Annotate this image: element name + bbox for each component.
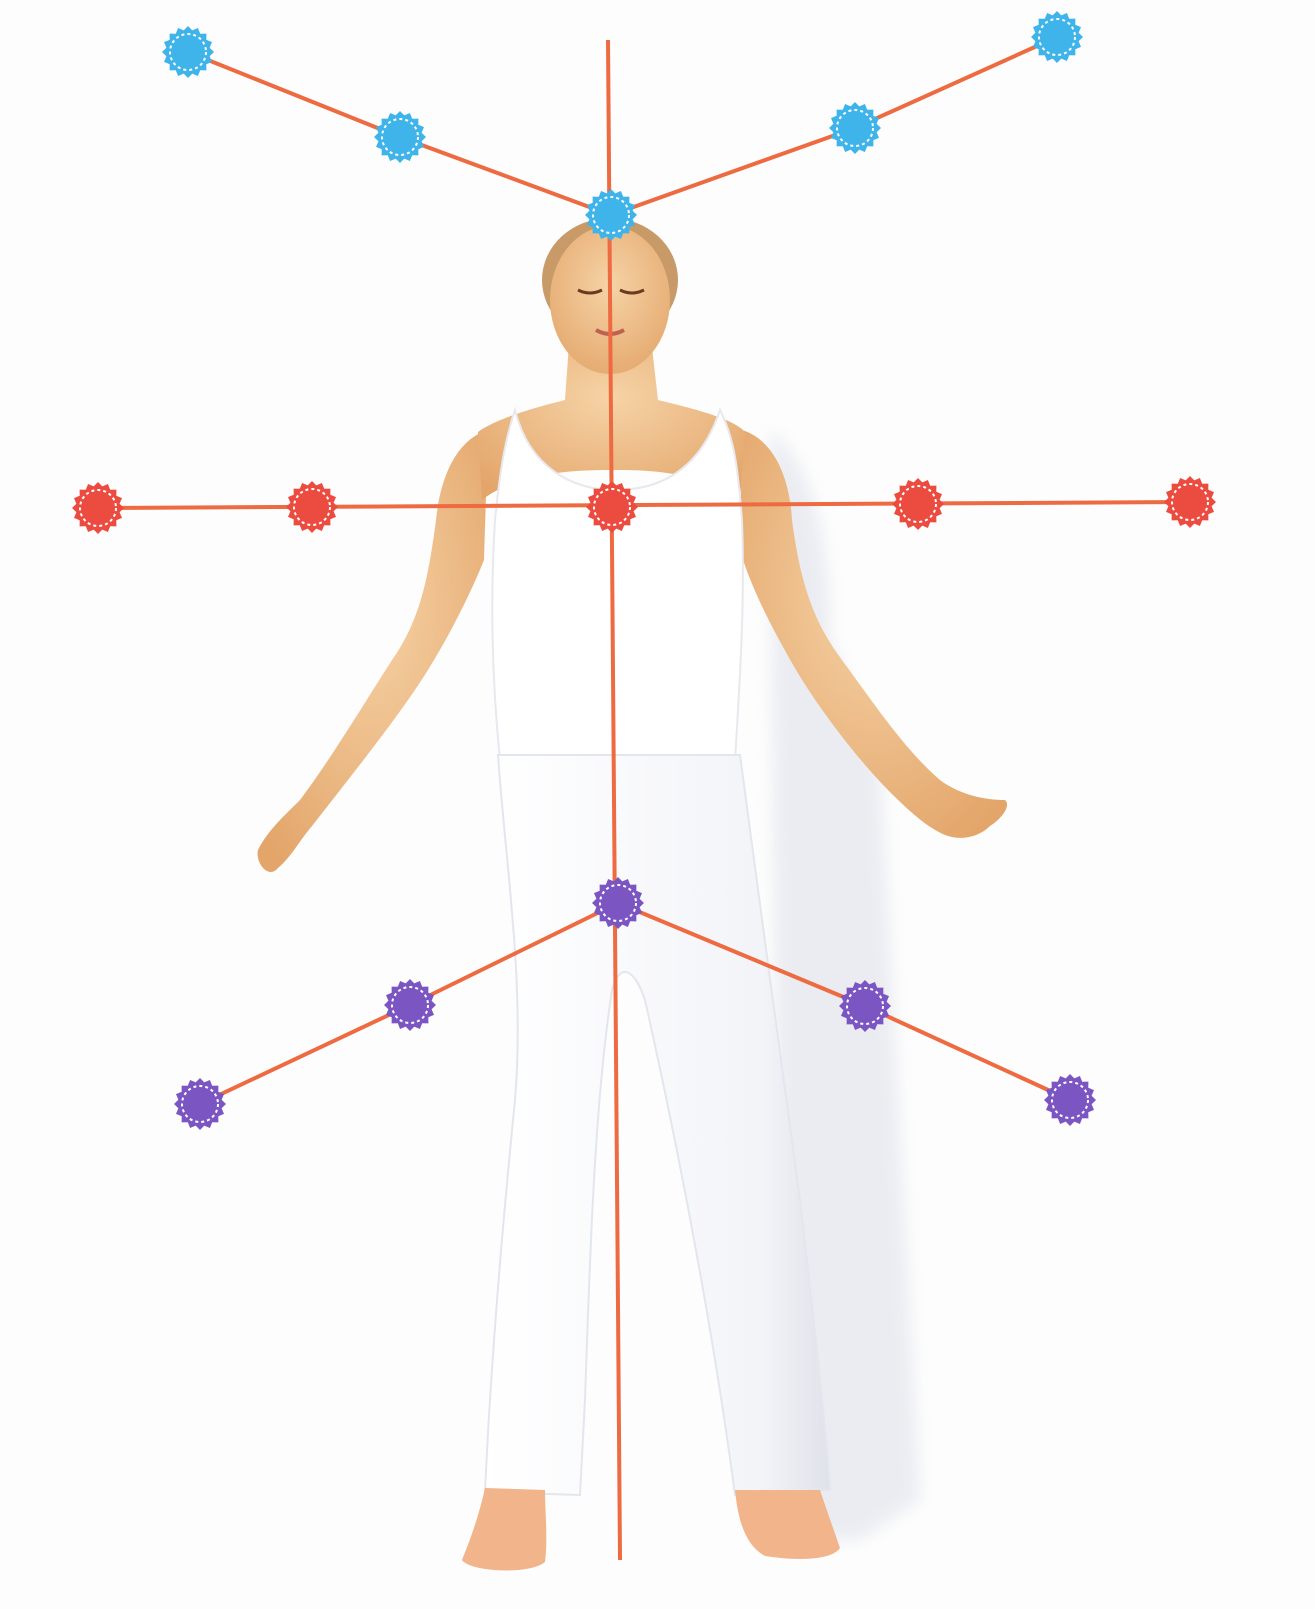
- node-core: [186, 1090, 214, 1118]
- crown-line-left-outer: [188, 52, 400, 137]
- crown-line-right-inner: [611, 128, 855, 215]
- node-core: [174, 38, 202, 66]
- node-core: [597, 201, 625, 229]
- left-foot: [462, 1488, 546, 1570]
- heart-node-1: [72, 482, 124, 534]
- crown-node-1: [162, 26, 214, 78]
- node-core: [598, 493, 626, 521]
- crown-node-4: [829, 102, 881, 154]
- crown-node-3: [585, 189, 637, 241]
- node-core: [84, 494, 112, 522]
- crown-line-left-inner: [400, 137, 611, 215]
- root-node-1: [174, 1078, 226, 1130]
- crown-line-right-outer: [855, 37, 1057, 128]
- root-node-3: [592, 877, 644, 929]
- node-core: [604, 889, 632, 917]
- crown-node-2: [374, 111, 426, 163]
- root-node-2: [384, 979, 436, 1031]
- heart-node-5: [1164, 476, 1216, 528]
- root-node-5: [1044, 1074, 1096, 1126]
- heart-node-3: [586, 481, 638, 533]
- node-core: [1043, 23, 1071, 51]
- node-core: [396, 991, 424, 1019]
- heart-node-4: [892, 478, 944, 530]
- root-line-left-outer: [200, 1005, 410, 1104]
- node-core: [386, 123, 414, 151]
- node-core: [1056, 1086, 1084, 1114]
- node-core: [904, 490, 932, 518]
- root-node-4: [839, 980, 891, 1032]
- node-core: [851, 992, 879, 1020]
- crown-node-5: [1031, 11, 1083, 63]
- node-core: [1176, 488, 1204, 516]
- heart-node-2: [286, 481, 338, 533]
- node-core: [841, 114, 869, 142]
- node-core: [298, 493, 326, 521]
